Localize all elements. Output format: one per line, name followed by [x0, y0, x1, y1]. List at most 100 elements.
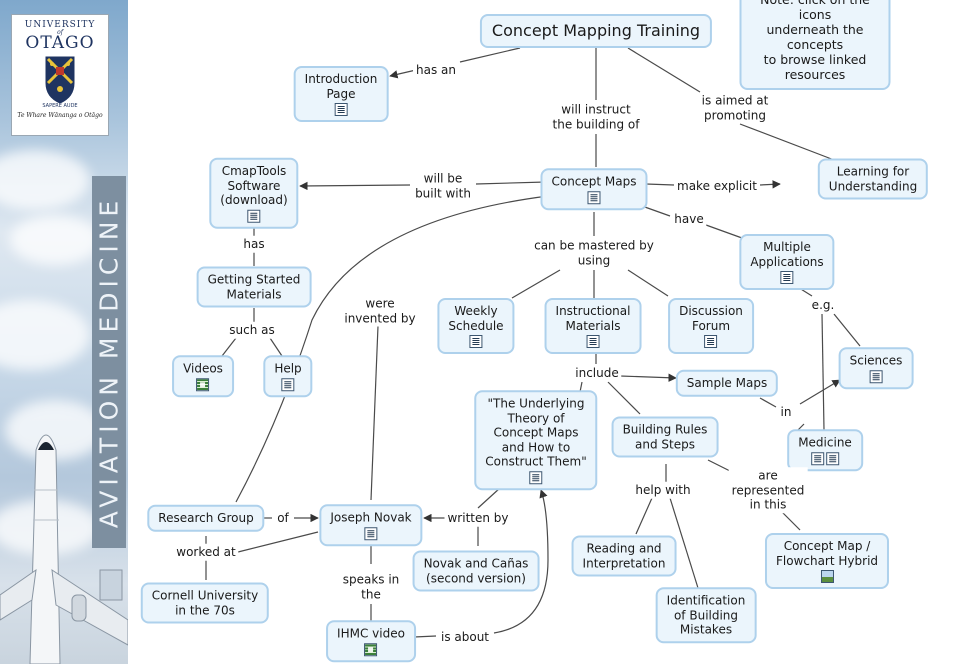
document-icon[interactable]	[810, 451, 824, 465]
airplane-icon	[0, 434, 128, 664]
document-icon[interactable]	[586, 335, 600, 348]
link-label-can-be-mastered: can be mastered by using	[531, 237, 657, 269]
link-line	[705, 224, 743, 239]
node-reading-interpretation[interactable]: Reading and Interpretation	[571, 535, 677, 577]
logo-name-text: OTAGO	[25, 33, 95, 53]
node-instructional-materials[interactable]: Instructional Materials	[544, 298, 642, 354]
document-icon[interactable]	[780, 271, 794, 284]
node-cornell-university[interactable]: Cornell University in the 70s	[140, 582, 270, 624]
link-line	[669, 497, 699, 589]
node-label: Medicine	[798, 435, 852, 450]
video-icon[interactable]	[196, 377, 210, 391]
node-label: Videos	[183, 361, 223, 376]
image-icon[interactable]	[820, 570, 834, 583]
link-line	[799, 379, 841, 405]
note-text: Note: click on the icons underneath the …	[760, 0, 870, 82]
node-label: Concept Maps	[551, 174, 637, 189]
node-identification-mistakes[interactable]: Identification of Building Mistakes	[655, 587, 757, 643]
logo-of-text: of	[57, 29, 63, 36]
node-flowchart-hybrid[interactable]: Concept Map / Flowchart Hybrid	[764, 533, 890, 589]
node-videos[interactable]: Videos	[172, 355, 234, 397]
node-sample-maps[interactable]: Sample Maps	[675, 369, 779, 397]
link-label-of: of	[274, 509, 292, 527]
link-line	[493, 489, 549, 634]
document-icon[interactable]	[334, 103, 348, 116]
node-label: Joseph Novak	[330, 510, 412, 525]
node-weekly-schedule[interactable]: Weekly Schedule	[437, 298, 515, 354]
document-icon[interactable]	[587, 190, 601, 204]
node-concept-maps[interactable]: Concept Maps	[540, 168, 648, 210]
link-line	[627, 269, 669, 297]
link-line	[635, 497, 653, 535]
logo-motto-text: Te Whare Wānanga o Otāgo	[17, 112, 103, 119]
link-line	[370, 325, 379, 501]
link-line	[641, 205, 671, 217]
node-label: Multiple Applications	[750, 240, 824, 269]
node-discussion-forum[interactable]: Discussion Forum	[668, 298, 754, 354]
link-line	[235, 195, 549, 503]
link-label-worked-at: worked at	[173, 543, 239, 561]
node-label: Concept Mapping Training	[491, 21, 701, 40]
node-label: Help	[274, 361, 302, 376]
university-logo: UNIVERSITY of OTAGO SAPERE AUDE Te Whare…	[11, 14, 109, 136]
vertical-title-band	[92, 176, 126, 548]
link-line	[477, 487, 501, 509]
node-underlying-theory[interactable]: "The Underlying Theory of Concept Maps a…	[474, 390, 598, 490]
link-label-is-about: is about	[437, 628, 493, 646]
node-concept-mapping-training[interactable]: Concept Mapping Training	[479, 14, 713, 48]
link-label-eg: e.g.	[808, 296, 838, 314]
link-label-is-aimed-at: is aimed at promoting	[698, 92, 772, 124]
link-line	[739, 123, 843, 164]
link-line	[619, 373, 677, 382]
link-line	[511, 269, 561, 299]
node-label: Learning for Understanding	[828, 164, 918, 194]
sidebar-banner: UNIVERSITY of OTAGO SAPERE AUDE Te Whare…	[0, 0, 128, 664]
node-getting-started-materials[interactable]: Getting Started Materials	[196, 266, 312, 308]
node-label: Introduction Page	[304, 72, 378, 101]
link-label-will-be-built: will be built with	[412, 170, 474, 202]
document-icon[interactable]	[869, 369, 883, 383]
node-label: Novak and Cañas (second version)	[423, 556, 529, 586]
document-icon[interactable]	[247, 209, 261, 223]
node-label: Sample Maps	[686, 375, 768, 390]
link-line	[627, 47, 701, 93]
link-label-written-by: written by	[444, 509, 512, 527]
link-line	[237, 531, 319, 553]
link-line	[645, 183, 675, 186]
link-line	[459, 47, 521, 63]
node-multiple-applications[interactable]: Multiple Applications	[739, 234, 835, 290]
link-line	[413, 635, 437, 638]
node-research-group[interactable]: Research Group	[147, 504, 265, 532]
node-cmaptools-software[interactable]: CmapTools Software (download)	[209, 157, 299, 229]
node-help[interactable]: Help	[263, 355, 313, 397]
node-label: "The Underlying Theory of Concept Maps a…	[485, 396, 587, 469]
link-line	[389, 69, 417, 79]
link-line	[821, 313, 825, 431]
link-label-has: has	[240, 235, 268, 253]
document-icon[interactable]	[529, 470, 543, 484]
document-icon[interactable]	[704, 335, 718, 348]
link-label-are-represented: are represented in this	[728, 467, 808, 513]
node-learning-for-understanding[interactable]: Learning for Understanding	[817, 158, 929, 200]
node-sciences[interactable]: Sciences	[838, 347, 914, 389]
node-joseph-novak[interactable]: Joseph Novak	[319, 504, 423, 546]
node-label: Cornell University in the 70s	[151, 588, 259, 618]
link-line	[607, 381, 641, 415]
node-building-rules-steps[interactable]: Building Rules and Steps	[611, 416, 719, 458]
link-label-have: have	[671, 210, 707, 228]
document-icon[interactable]	[469, 335, 483, 348]
document-icon[interactable]	[281, 377, 295, 391]
logo-crest-motto: SAPERE AUDE	[42, 103, 78, 109]
node-introduction-page[interactable]: Introduction Page	[293, 66, 389, 122]
document-icon[interactable]	[825, 451, 839, 465]
link-line	[475, 181, 547, 185]
node-medicine[interactable]: Medicine	[787, 429, 863, 471]
video-icon[interactable]	[364, 642, 378, 656]
node-ihmc-video[interactable]: IHMC video	[326, 620, 416, 662]
document-icon[interactable]	[364, 526, 378, 540]
node-label: Concept Map / Flowchart Hybrid	[775, 539, 879, 568]
link-label-in: in	[777, 403, 795, 421]
logo-university-text: UNIVERSITY	[24, 20, 96, 30]
node-novak-and-canas[interactable]: Novak and Cañas (second version)	[412, 550, 540, 592]
link-label-were-invented: were invented by	[341, 295, 419, 327]
